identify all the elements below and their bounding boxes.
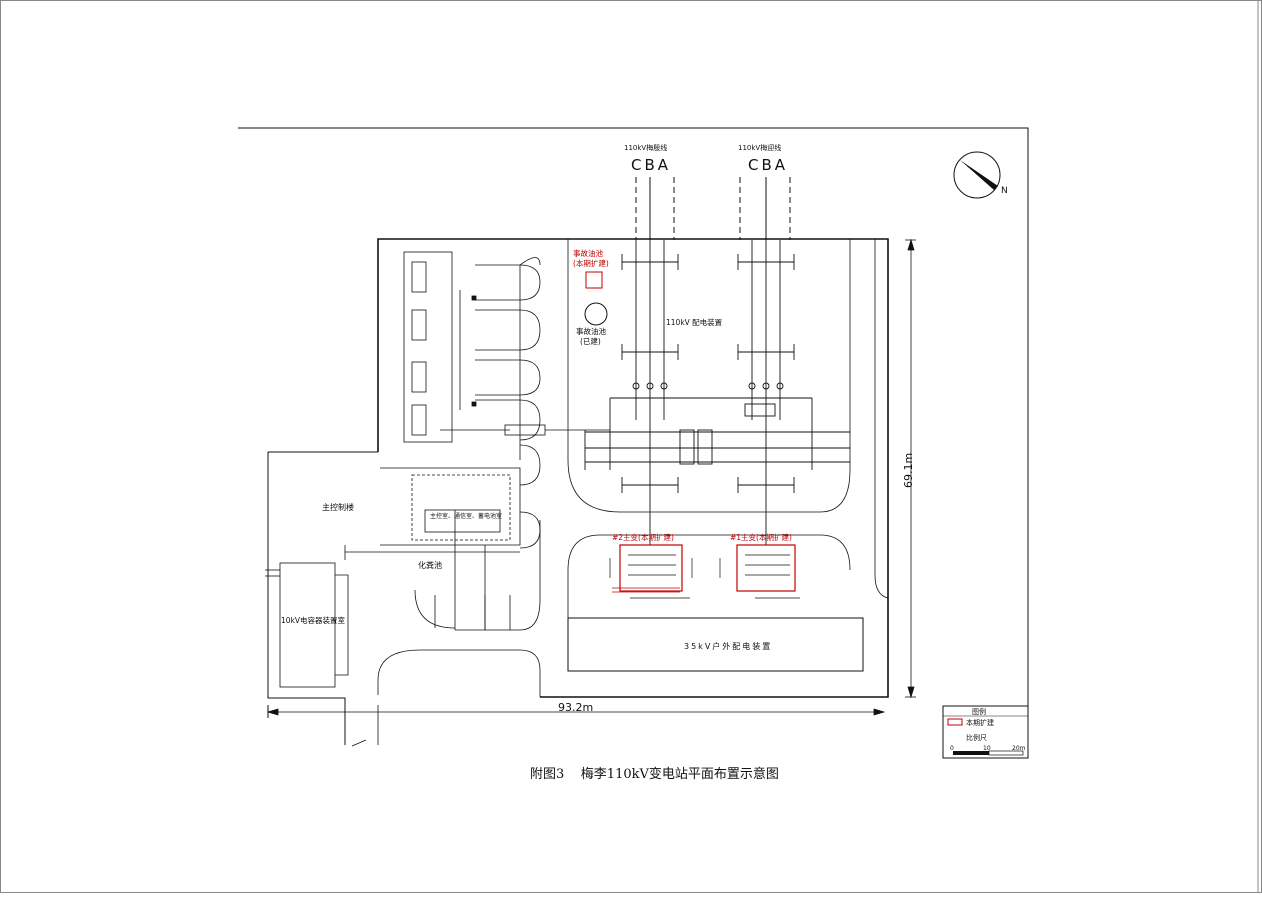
accident-oil-pool-existing: 事故油池 (已建) <box>576 302 608 346</box>
legend-swatch <box>947 718 963 726</box>
accident-oil-pool-new-label: 事故油池 (本期扩建) <box>573 248 609 268</box>
legend: 图例 本期扩建 比例尺 0 10 20m <box>942 705 1029 759</box>
left-cabinet-row <box>403 251 610 443</box>
station-boundary <box>267 238 889 745</box>
accident-oil-pool-new-line2: (本期扩建) <box>573 258 609 268</box>
transformer-1-label: #1主变(本期扩建) <box>730 532 792 542</box>
septic-tank-label: 化粪池 <box>418 560 442 570</box>
incoming-line-2-label: 110kV梅迎线 <box>738 143 781 152</box>
scale-tick-10: 10 <box>983 745 991 752</box>
north-label: N <box>1001 186 1008 196</box>
width-dimension: 93.2m <box>558 701 593 714</box>
incoming-line-1-label: 110kV梅殷线 <box>624 143 667 152</box>
hv-switchgear <box>584 240 850 545</box>
accident-oil-pool-existing-line1: 事故油池 <box>576 326 606 336</box>
height-dimension: 69.1m <box>902 453 915 488</box>
scale-bar-white <box>988 750 1024 756</box>
mv-switchgear-block: 35kV户外配电装置 <box>567 617 864 672</box>
scale-bar-black <box>953 751 989 755</box>
accident-oil-pool-existing-line2: (已建) <box>580 336 601 346</box>
control-building <box>344 467 521 560</box>
north-arrow: N <box>953 151 1008 199</box>
capacitor-room-label: 10kV电容器装置室 <box>281 615 346 625</box>
phase-labels-1: CBA <box>631 156 671 174</box>
station-roads <box>377 239 889 745</box>
scale-tick-0: 0 <box>950 745 954 752</box>
phase-labels-2: CBA <box>748 156 788 174</box>
transformer-2-label: #2主变(本期扩建) <box>612 532 674 542</box>
dimension-lines <box>266 238 916 747</box>
accident-oil-pool-new-line1: 事故油池 <box>573 248 603 258</box>
capacitor-room <box>265 562 349 688</box>
accident-oil-pool-new: 事故油池 (本期扩建) <box>573 248 609 289</box>
control-room-label: 主控室、通信室、蓄电池室 <box>430 512 502 520</box>
transformer-internals <box>609 554 800 599</box>
transformer-1: #1主变(本期扩建) <box>730 532 796 592</box>
legend-item-label: 本期扩建 <box>966 718 994 727</box>
drawing-frame <box>238 127 1029 758</box>
mv-switchgear-label: 35kV户外配电装置 <box>684 641 772 651</box>
hv-switchgear-label: 110kV 配电装置 <box>666 317 723 327</box>
scale-tick-20: 20m <box>1012 745 1026 752</box>
svg-text:事故油池 (已建): 事故油池 (已建) <box>576 326 608 346</box>
transformer-2: #2主变(本期扩建) <box>612 532 683 592</box>
parking-bays <box>434 264 541 630</box>
figure-caption: 附图3 梅李110kV变电站平面布置示意图 <box>530 767 779 782</box>
scale-title: 比例尺 <box>966 733 987 742</box>
legend-title: 图例 <box>972 707 986 716</box>
incoming-conductors <box>635 177 791 240</box>
control-building-label: 主控制楼 <box>322 502 354 512</box>
